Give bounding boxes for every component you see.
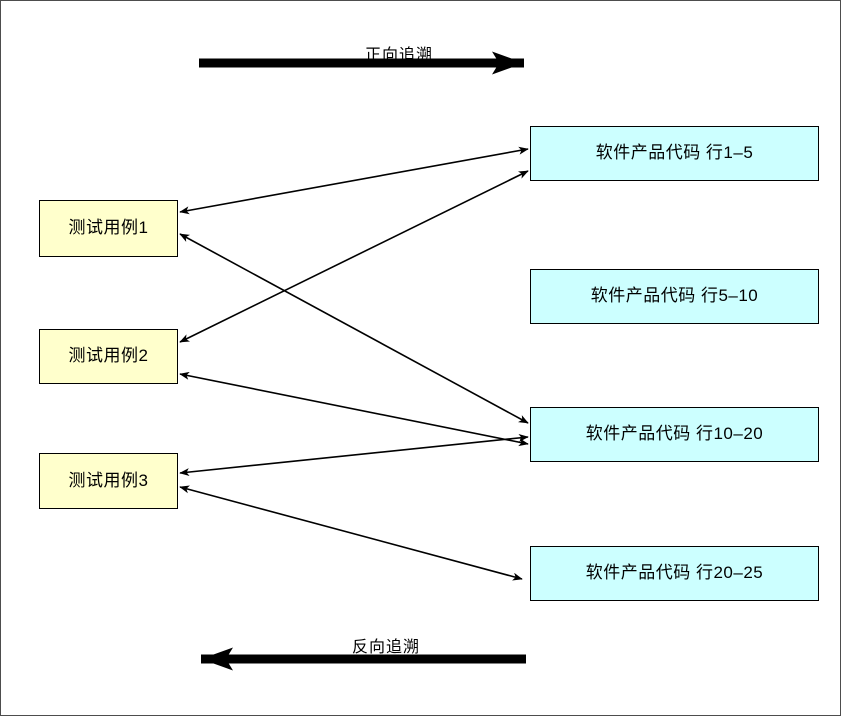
code-block-box-c3[interactable]: 软件产品代码 行10–20 xyxy=(530,407,819,462)
code-block-box-c2[interactable]: 软件产品代码 行5–10 xyxy=(530,269,819,324)
code-block-box-c1[interactable]: 软件产品代码 行1–5 xyxy=(530,126,819,181)
node-label: 软件产品代码 行1–5 xyxy=(595,143,754,163)
traceability-links xyxy=(179,146,529,581)
link-tc1-c1 xyxy=(179,146,529,215)
link-tc2-c1 xyxy=(179,170,529,343)
test-case-box-tc2[interactable]: 测试用例2 xyxy=(39,329,178,384)
node-label: 测试用例1 xyxy=(68,218,149,238)
node-label: 软件产品代码 行5–10 xyxy=(590,286,759,306)
link-tc2-c3 xyxy=(179,371,529,447)
link-tc1-c3 xyxy=(179,233,529,424)
link-tc3-c3 xyxy=(179,433,529,477)
test-case-box-tc1[interactable]: 测试用例1 xyxy=(39,200,178,257)
link-tc3-c4 xyxy=(179,485,523,581)
backward-trace-label: 反向追溯 xyxy=(352,639,421,656)
code-block-box-c4[interactable]: 软件产品代码 行20–25 xyxy=(530,546,819,601)
test-case-box-tc3[interactable]: 测试用例3 xyxy=(39,453,178,509)
node-label: 软件产品代码 行20–25 xyxy=(585,563,764,583)
forward-trace-label: 正向追溯 xyxy=(365,47,434,64)
node-label: 软件产品代码 行10–20 xyxy=(585,424,764,444)
node-label: 测试用例3 xyxy=(68,470,149,490)
node-label: 测试用例2 xyxy=(68,346,149,366)
